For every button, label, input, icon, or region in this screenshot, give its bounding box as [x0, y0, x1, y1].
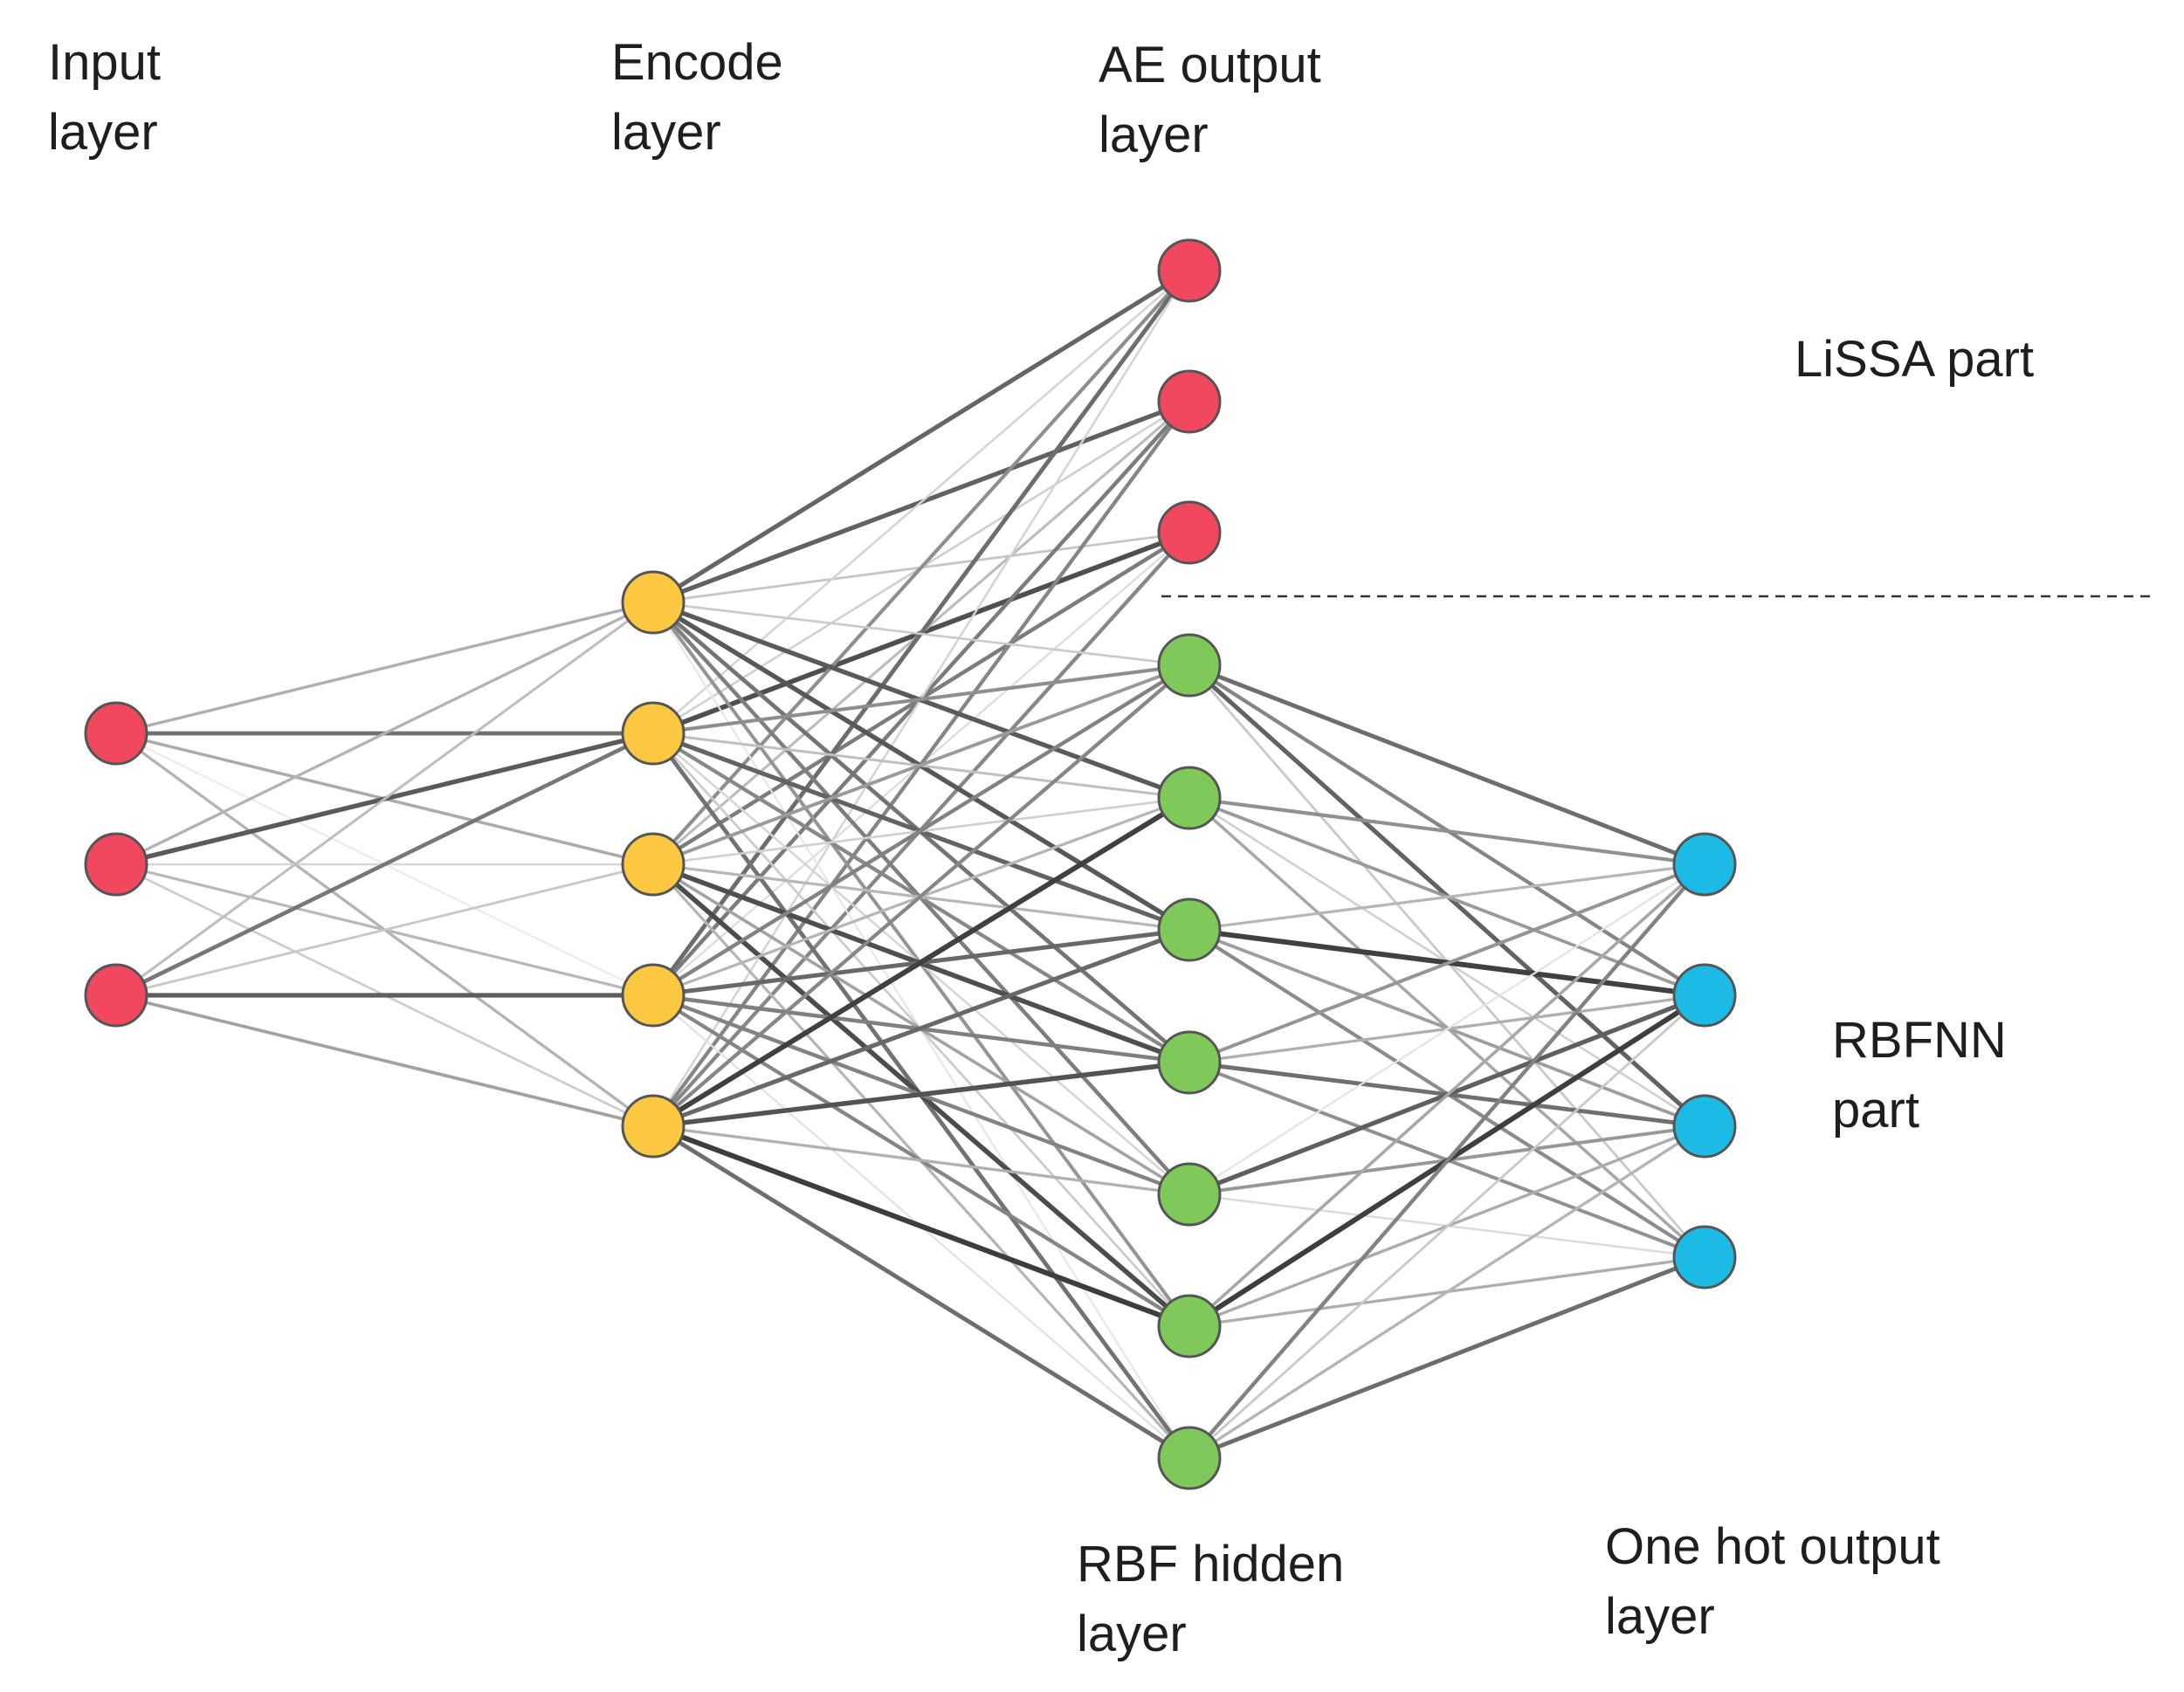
encode-node-3	[621, 832, 686, 897]
one-hot-output-node-4	[1672, 1225, 1737, 1290]
edge-encode-4-to-rbf_hidden-5	[651, 1124, 1191, 1329]
edge-rbf_hidden-2-to-one_hot_output-0	[1188, 863, 1705, 932]
neurons	[84, 238, 1737, 1490]
ae-output-node-3	[1157, 500, 1222, 565]
edge-rbf_hidden-6-to-one_hot_output-0	[1188, 863, 1706, 1460]
edge-rbf_hidden-1-to-one_hot_output-0	[1188, 795, 1705, 867]
rbf-hidden-node-1	[1157, 633, 1222, 698]
input-node-3	[84, 963, 148, 1028]
edge-input-2-to-encode-1	[114, 731, 655, 998]
edge-input-2-to-encode-0	[115, 601, 654, 997]
edge-encode-4-to-rbf_hidden-0	[651, 664, 1191, 1128]
rbf-hidden-node-5	[1157, 1162, 1222, 1227]
edge-rbf_hidden-6-to-one_hot_output-1	[1188, 994, 1705, 1460]
edge-encode-1-to-ae_output-0	[652, 270, 1190, 734]
edge-input-2-to-encode-2	[115, 863, 654, 997]
input-node-2	[84, 832, 148, 897]
input-node-1	[84, 701, 148, 766]
edge-rbf_hidden-6-to-one_hot_output-2	[1188, 1125, 1705, 1460]
edge-encode-4-to-rbf_hidden-3	[652, 1060, 1190, 1129]
one-hot-output-node-3	[1672, 1094, 1737, 1159]
one-hot-output-node-2	[1672, 963, 1737, 1028]
rbf-hidden-node-6	[1157, 1294, 1222, 1358]
edge-input-2-to-encode-4	[115, 994, 654, 1128]
encode-node-1	[621, 570, 686, 635]
edge-encode-0-to-rbf_hidden-0	[652, 601, 1190, 667]
encode-node-2	[621, 701, 686, 766]
edge-encode-3-to-rbf_hidden-0	[651, 664, 1191, 997]
ae-output-node-2	[1157, 369, 1222, 434]
ae-output-node-1	[1157, 238, 1222, 303]
edge-rbf_hidden-5-to-one_hot_output-0	[1188, 863, 1706, 1328]
edge-rbf_hidden-4-to-one_hot_output-0	[1188, 863, 1705, 1195]
edge-encode-0-to-ae_output-0	[651, 268, 1191, 605]
edge-rbf_hidden-0-to-one_hot_output-0	[1188, 663, 1705, 867]
edge-encode-4-to-rbf_hidden-6	[651, 1124, 1191, 1461]
edge-encode-1-to-rbf_hidden-0	[652, 663, 1190, 736]
edge-encode-2-to-ae_output-0	[651, 269, 1191, 866]
edge-input-0-to-encode-0	[115, 601, 654, 735]
rbf-hidden-node-2	[1157, 766, 1222, 830]
edge-encode-4-to-rbf_hidden-2	[652, 927, 1190, 1129]
one-hot-output-node-1	[1672, 832, 1737, 897]
connections	[114, 268, 1706, 1461]
edge-encode-4-to-rbf_hidden-1	[651, 795, 1191, 1129]
rbf-hidden-node-7	[1157, 1426, 1222, 1490]
edge-input-1-to-encode-0	[115, 601, 654, 866]
encode-node-5	[621, 1094, 686, 1159]
edge-encode-4-to-rbf_hidden-4	[652, 1125, 1190, 1196]
edge-encode-2-to-rbf_hidden-0	[652, 664, 1190, 866]
edge-rbf_hidden-3-to-one_hot_output-0	[1188, 863, 1705, 1064]
encode-node-4	[621, 963, 686, 1028]
edge-rbf_hidden-6-to-one_hot_output-3	[1188, 1255, 1705, 1461]
rbf-hidden-node-4	[1157, 1030, 1222, 1095]
rbf-hidden-node-3	[1157, 898, 1222, 962]
lissa-part-label: LiSSA part	[1795, 331, 2035, 388]
